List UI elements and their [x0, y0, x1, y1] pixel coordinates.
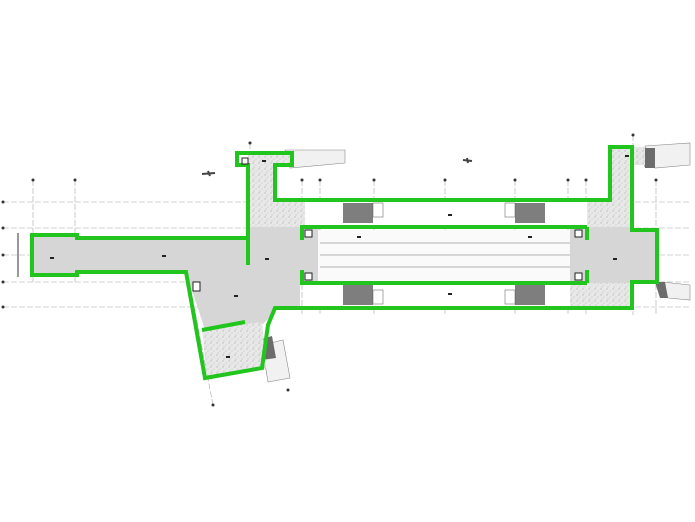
grid-markers [1, 133, 658, 407]
room-tags [50, 155, 629, 358]
entrance-ramp-top-right [640, 142, 691, 169]
room-boxes [192, 157, 583, 292]
north-arrow-icon [462, 157, 473, 164]
entrance-ramp-right [655, 281, 691, 301]
north-arrow-icon [201, 170, 216, 177]
escalators [343, 202, 545, 305]
track-lines [320, 242, 570, 268]
walls [30, 145, 659, 381]
floor-areas [32, 147, 657, 376]
